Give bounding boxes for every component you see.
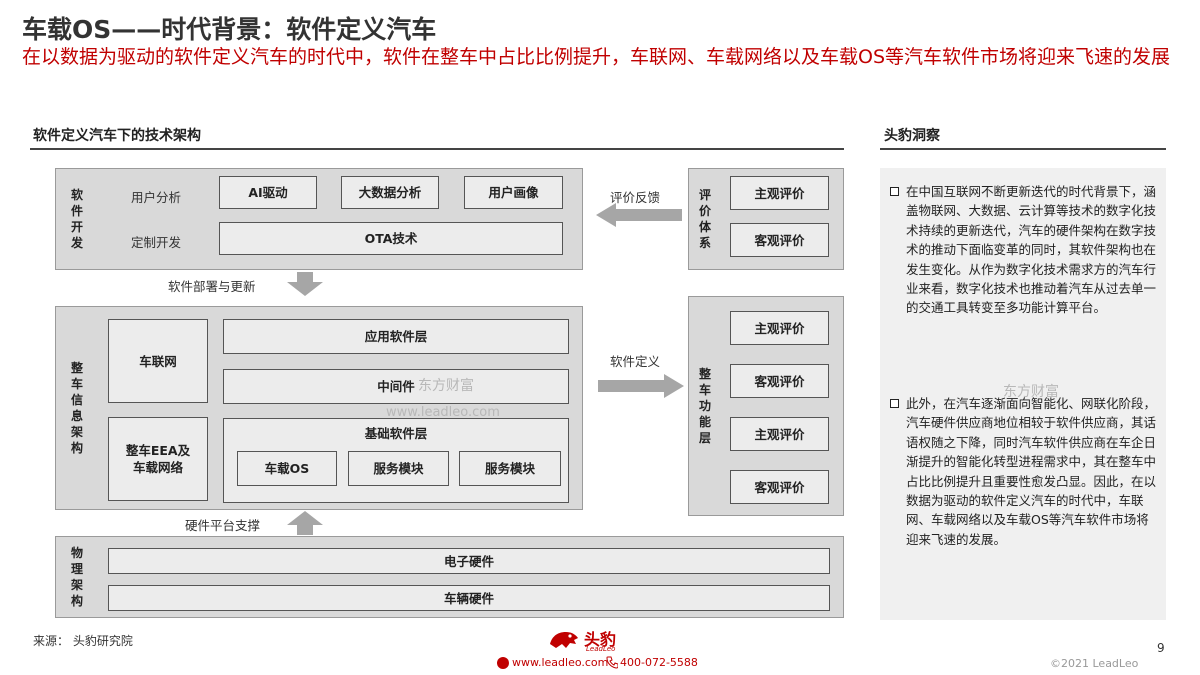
iov-box: 车联网 xyxy=(108,319,208,403)
source-note: 来源： 头豹研究院 xyxy=(33,634,133,648)
diagram-section-rule xyxy=(30,148,844,150)
func-objective-box-2: 客观评价 xyxy=(730,470,829,504)
big-data-box: 大数据分析 xyxy=(341,176,439,209)
phone-icon xyxy=(606,656,618,669)
vehicle-info-panel: 整车信息架构 车联网 整车EEA及车载网络 应用软件层 中间件 基础软件层 车载… xyxy=(55,306,583,510)
func-objective-box-1: 客观评价 xyxy=(730,364,829,398)
user-analysis-label: 用户分析 xyxy=(131,190,182,205)
page-subtitle: 在以数据为驱动的软件定义汽车的时代中，软件在整车中占比比例提升，车联网、车载网络… xyxy=(22,46,1171,68)
watermark-text-2: www.leadleo.com xyxy=(386,405,500,420)
deploy-update-label: 软件部署与更新 xyxy=(168,279,256,294)
page-number: 9 xyxy=(1157,641,1165,655)
physical-label: 物理架构 xyxy=(70,546,83,608)
eval-subjective-box: 主观评价 xyxy=(730,176,829,210)
software-define-arrow-icon xyxy=(598,374,684,398)
software-dev-label: 软件开发 xyxy=(70,188,83,250)
logo-subtext: LeadLeo xyxy=(586,645,616,653)
service-module-box-2: 服务模块 xyxy=(459,451,561,486)
custom-dev-label: 定制开发 xyxy=(131,235,182,250)
phone-number: 400-072-5588 xyxy=(620,656,698,669)
website-link[interactable]: www.leadleo.com xyxy=(512,656,609,669)
insight-rule xyxy=(880,148,1166,150)
leopard-logo-icon xyxy=(550,632,578,648)
base-layer-label: 基础软件层 xyxy=(364,426,428,441)
app-layer-box: 应用软件层 xyxy=(223,319,569,354)
copyright: ©2021 LeadLeo xyxy=(1050,657,1139,670)
software-dev-panel: 软件开发 用户分析 AI驱动 大数据分析 用户画像 定制开发 OTA技术 xyxy=(55,168,583,270)
deploy-down-arrow-icon xyxy=(287,272,323,296)
vehicle-os-box: 车载OS xyxy=(237,451,337,486)
eval-feedback-label: 评价反馈 xyxy=(610,190,661,205)
ota-box: OTA技术 xyxy=(219,222,563,255)
eval-system-panel: 评价体系 主观评价 客观评价 xyxy=(688,168,844,270)
watermark-text-1: 东方财富 xyxy=(418,378,474,394)
eval-objective-box: 客观评价 xyxy=(730,223,829,257)
electronic-hardware-box: 电子硬件 xyxy=(108,548,830,574)
checkbox-bullet-icon xyxy=(890,187,899,196)
vehicle-function-label: 整车功能层 xyxy=(698,367,711,445)
checkbox-bullet-icon xyxy=(890,399,899,408)
insight-panel: 在中国互联网不断更新迭代的时代背景下，涵盖物联网、大数据、云计算等技术的数字化技… xyxy=(880,168,1166,620)
vehicle-function-panel: 整车功能层 主观评价 客观评价 主观评价 客观评价 xyxy=(688,296,844,516)
physical-panel: 物理架构 电子硬件 车辆硬件 xyxy=(55,536,844,618)
eval-feedback-arrow-icon xyxy=(596,203,682,227)
vehicle-info-label: 整车信息架构 xyxy=(70,361,83,455)
func-subjective-box-2: 主观评价 xyxy=(730,417,829,451)
hardware-support-label: 硬件平台支撑 xyxy=(185,518,261,533)
eea-box: 整车EEA及车载网络 xyxy=(108,417,208,501)
logo-text: 头豹 xyxy=(584,630,617,649)
website-icon xyxy=(497,657,509,669)
vehicle-hardware-box: 车辆硬件 xyxy=(108,585,830,611)
user-profile-box: 用户画像 xyxy=(464,176,563,209)
middleware-box: 中间件 xyxy=(223,369,569,404)
software-define-label: 软件定义 xyxy=(610,354,661,369)
insight-title: 头豹洞察 xyxy=(884,128,940,144)
watermark-text-3: 东方财富 xyxy=(1003,384,1059,400)
service-module-box-1: 服务模块 xyxy=(348,451,449,486)
eval-system-label: 评价体系 xyxy=(698,188,711,250)
insight-paragraph-1: 在中国互联网不断更新迭代的时代背景下，涵盖物联网、大数据、云计算等技术的数字化技… xyxy=(890,182,1158,318)
func-subjective-box-1: 主观评价 xyxy=(730,311,829,345)
insight-paragraph-2: 此外，在汽车逐渐面向智能化、网联化阶段，汽车硬件供应商地位相较于软件供应商，其话… xyxy=(890,394,1158,549)
diagram-section-title: 软件定义汽车下的技术架构 xyxy=(33,128,201,144)
hardware-up-arrow-icon xyxy=(287,511,323,535)
page-title: 车载OS——时代背景：软件定义汽车 xyxy=(22,15,437,44)
ai-driven-box: AI驱动 xyxy=(219,176,317,209)
leadleo-logo: 头豹 LeadLeo xyxy=(548,626,638,656)
